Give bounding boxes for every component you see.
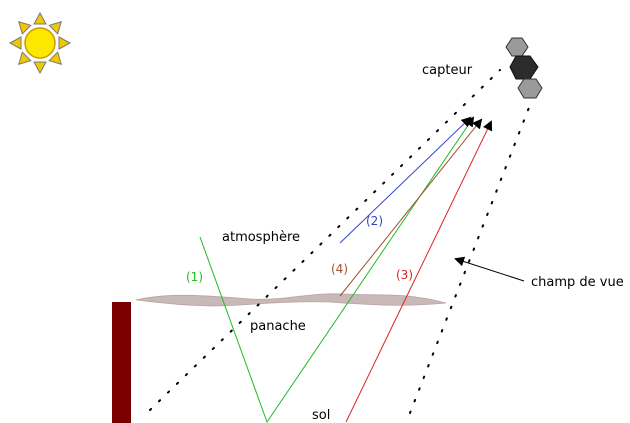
field-of-view-pointer — [456, 259, 524, 281]
label-path-3: (3) — [396, 268, 413, 282]
label-field-of-view: champ de vue — [531, 275, 624, 290]
sun-icon — [10, 13, 70, 73]
label-path-1: (1) — [186, 270, 203, 284]
field-of-view-left — [150, 70, 500, 410]
label-path-4: (4) — [331, 262, 348, 276]
field-of-view-right — [410, 105, 530, 413]
label-path-2: (2) — [366, 214, 383, 228]
plume-cloud — [136, 294, 446, 306]
path-2-ray — [340, 118, 470, 243]
smokestack — [112, 302, 131, 423]
label-ground: sol — [312, 408, 330, 423]
label-atmosphere: atmosphère — [222, 230, 300, 245]
label-plume: panache — [250, 319, 306, 334]
sensor-icon — [506, 38, 542, 98]
label-sensor: capteur — [422, 63, 473, 78]
